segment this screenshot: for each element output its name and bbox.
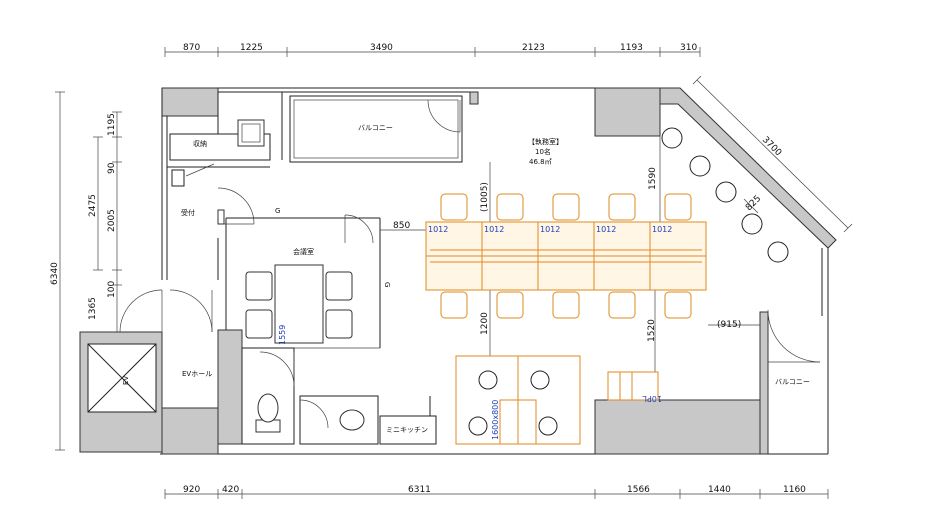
lounge-area: 1600x800 [455,355,581,445]
outer-walls: EV [79,87,837,455]
dim-bottom-3: 6311 [408,485,431,495]
label-balcony-top: バルコニー [358,124,393,132]
mini-kitchen: ミニキッチン [379,396,437,445]
dim-left-total: 6340 [50,262,60,285]
desk-width-1: 1012 [428,225,448,234]
desk-cluster: 1012 1012 1012 1012 1012 [425,193,707,319]
toilet [241,347,295,445]
label-mini-kitchen: ミニキッチン [386,426,428,434]
lounge-table-size: 1600x800 [491,400,500,440]
copier: 10PL [607,371,662,403]
dim-left-2475: 2475 [88,194,98,217]
office-label: 【執務室】 10名 46.8㎡ [528,137,563,166]
door-label-g1: G [275,207,280,215]
dim-1200: 1200 [480,312,490,335]
storage-room: 収納 [169,92,283,161]
dim-850: 850 [393,221,410,231]
label-meeting-room: 会議室 [293,247,314,256]
balcony-right: バルコニー [767,309,821,386]
office-inner-dimensions: (1005) 1590 850 1200 1520 (915) [380,136,760,372]
diagonal-seats [661,127,789,263]
dim-top-4: 2123 [522,43,545,53]
dim-top-3: 3490 [370,43,393,53]
dim-bottom-6: 1160 [783,485,806,495]
label-ev-hall: EVホール [182,370,212,378]
label-ev: EV [122,376,130,385]
dim-left-90: 90 [107,162,117,174]
dim-1590: 1590 [648,167,658,190]
desk-width-2: 1012 [484,225,504,234]
dim-left-2005: 2005 [107,209,117,232]
ev-hall: EVホール [119,289,243,445]
dim-915: (915) [717,320,741,330]
label-reception: 受付 [181,208,195,217]
label-office-capacity: 10名 [535,147,551,156]
top-dimension-line: 870 1225 3490 2123 1193 310 [164,43,701,57]
dim-diagonal-3700: 3700 [760,135,783,158]
left-dimension-lines: 6340 1195 90 2475 2005 100 1365 [50,91,122,451]
reception: 受付 [167,163,270,280]
dim-top-1: 870 [183,43,200,53]
copier-label: 10PL [642,394,662,403]
meeting-room: G G 会議室 1559 [225,207,391,349]
dim-top-6: 310 [680,43,697,53]
dim-diagonal-825: 825 [744,194,763,213]
dim-bottom-2: 420 [222,485,239,495]
bottom-dimension-line: 920 420 6311 1566 1440 1160 [164,485,829,499]
dim-left-100: 100 [107,281,117,298]
dim-1520: 1520 [647,319,657,342]
meeting-table-size: 1559 [278,325,287,345]
dim-left-1195: 1195 [107,113,117,136]
label-office-area: 46.8㎡ [529,158,552,166]
label-storage: 収納 [193,139,207,148]
dim-top-2: 1225 [240,43,263,53]
dim-left-1365: 1365 [88,297,98,320]
desk-width-5: 1012 [652,225,672,234]
dim-top-5: 1193 [620,43,643,53]
desk-width-3: 1012 [540,225,560,234]
desk-width-4: 1012 [596,225,616,234]
dim-bottom-4: 1566 [627,485,650,495]
wash-area [299,395,379,445]
balcony-top: バルコニー [289,91,479,163]
diagonal-dimension: 3700 825 [692,75,853,233]
door-label-g2: G [383,282,391,287]
dim-1005: (1005) [480,182,490,212]
dim-bottom-5: 1440 [708,485,731,495]
label-balcony-right: バルコニー [775,378,810,386]
label-office-title: 【執務室】 [528,137,563,146]
dim-bottom-1: 920 [183,485,200,495]
